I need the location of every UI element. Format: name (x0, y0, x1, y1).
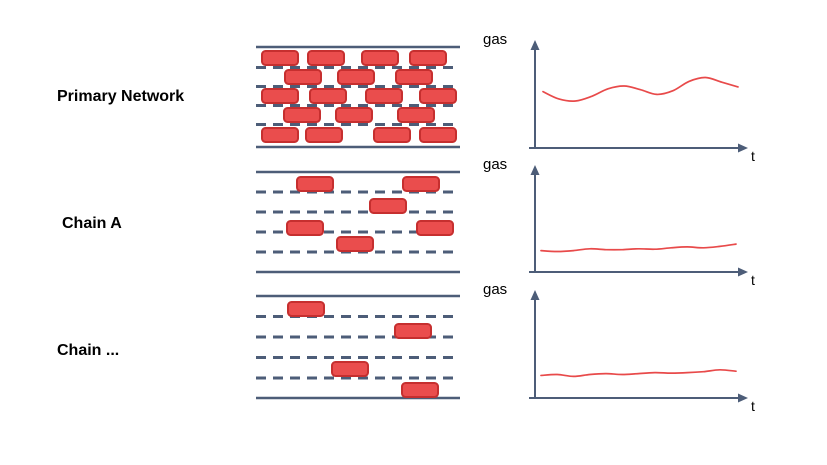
x-axis-arrow (738, 393, 748, 403)
block (401, 382, 439, 398)
y-axis-arrow (530, 40, 540, 50)
y-axis-arrow (530, 290, 540, 300)
row-label-chain-a: Chain A (62, 215, 122, 232)
x-axis-arrow (738, 143, 748, 153)
gas-chart-primary-network: gas t (483, 31, 755, 164)
block (369, 198, 407, 214)
block (309, 88, 347, 104)
block (261, 127, 299, 143)
block (283, 107, 321, 123)
block (307, 50, 345, 66)
gas-axis-label: gas (483, 31, 507, 48)
gas-usage-curve (540, 243, 737, 253)
block (296, 176, 334, 192)
row-label-primary-network: Primary Network (57, 88, 185, 105)
block (261, 50, 299, 66)
block (337, 69, 375, 85)
block (365, 88, 403, 104)
t-axis-label: t (751, 148, 755, 164)
block (336, 236, 374, 252)
block (394, 323, 432, 339)
block-track-primary-network (256, 45, 460, 149)
gas-chart-chain-dots: gas t (483, 281, 755, 414)
block (373, 127, 411, 143)
gas-axis-label: gas (483, 156, 507, 173)
gas-axis-label: gas (483, 281, 507, 298)
t-axis-label: t (751, 272, 755, 288)
block (261, 88, 299, 104)
block (287, 301, 325, 317)
t-axis-label: t (751, 398, 755, 414)
block (419, 127, 457, 143)
block (419, 88, 457, 104)
block (284, 69, 322, 85)
block (416, 220, 454, 236)
block (395, 69, 433, 85)
x-axis-arrow (738, 267, 748, 277)
y-axis-arrow (530, 165, 540, 175)
block (335, 107, 373, 123)
gas-usage-curve (542, 76, 739, 102)
block (331, 361, 369, 377)
gas-chart-chain-a: gas t (483, 156, 755, 288)
row-label-chain-dots: Chain ... (57, 342, 120, 359)
block (305, 127, 343, 143)
block (397, 107, 435, 123)
block-track-chain-dots (256, 294, 460, 400)
block (286, 220, 324, 236)
block-track-chain-a (256, 170, 460, 274)
block (361, 50, 399, 66)
block (409, 50, 447, 66)
block (402, 176, 440, 192)
gas-usage-curve (540, 368, 737, 378)
